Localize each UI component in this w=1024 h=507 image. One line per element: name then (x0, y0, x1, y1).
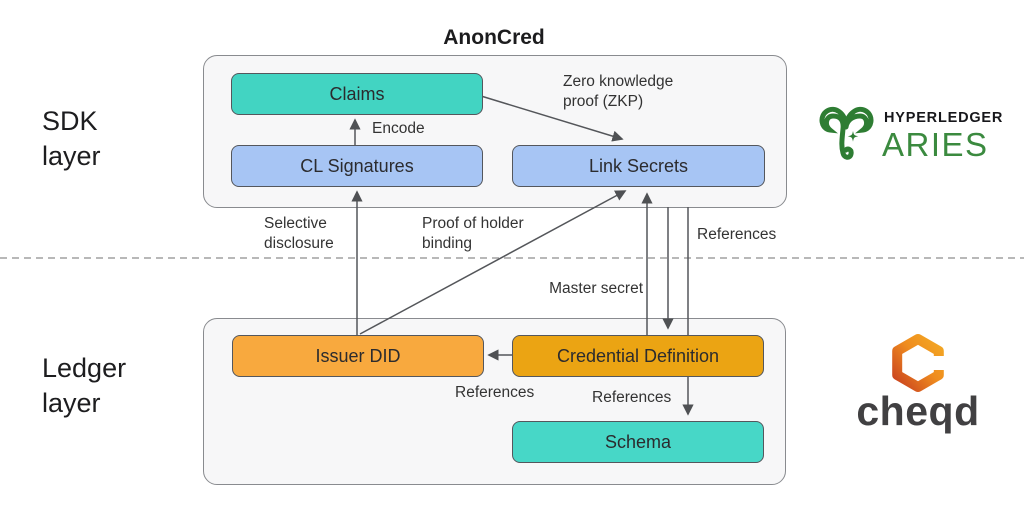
edge-label-references-schema: References (592, 389, 672, 406)
edge-label-selective-disclosure: Selective disclosure (264, 215, 334, 253)
edge-label-references-issuer: References (455, 384, 535, 401)
diagram-title: AnonCred (443, 26, 545, 49)
aries-ram-icon (819, 106, 874, 160)
edge-label-master-secret: Master secret (549, 280, 643, 297)
node-credential-definition-label: Credential Definition (556, 345, 720, 366)
node-credential-definition: Credential Definition (512, 335, 764, 377)
sdk-layer-label: SDK layer (42, 106, 101, 172)
aries-brand-text: HYPERLEDGER (884, 110, 1004, 126)
node-claims: Claims (231, 73, 483, 115)
node-claims-label: Claims (329, 83, 385, 104)
node-schema-label: Schema (604, 431, 672, 452)
edge-label-references-link: References (697, 226, 777, 243)
aries-product-text: ARIES (882, 126, 989, 163)
node-link-secrets-label: Link Secrets (588, 155, 689, 176)
node-cl-signatures: CL Signatures (231, 145, 483, 187)
node-issuer-did: Issuer DID (232, 335, 484, 377)
edge-zkp-arrow (480, 95, 624, 142)
edge-proof-of-holder-binding-arrow (359, 190, 627, 335)
node-schema: Schema (512, 421, 764, 463)
ledger-layer-label: Ledger layer (42, 353, 127, 419)
cheqd-wordmark: cheqd (856, 388, 980, 434)
node-link-secrets: Link Secrets (512, 145, 765, 187)
edge-label-proof-of-holder-binding: Proof of holder binding (422, 215, 524, 253)
cheqd-logo-icon (892, 334, 944, 392)
node-cl-signatures-label: CL Signatures (300, 155, 414, 176)
edge-label-zkp: Zero knowledge proof (ZKP) (563, 73, 674, 111)
node-issuer-did-label: Issuer DID (315, 345, 401, 366)
edge-label-encode: Encode (372, 120, 425, 137)
